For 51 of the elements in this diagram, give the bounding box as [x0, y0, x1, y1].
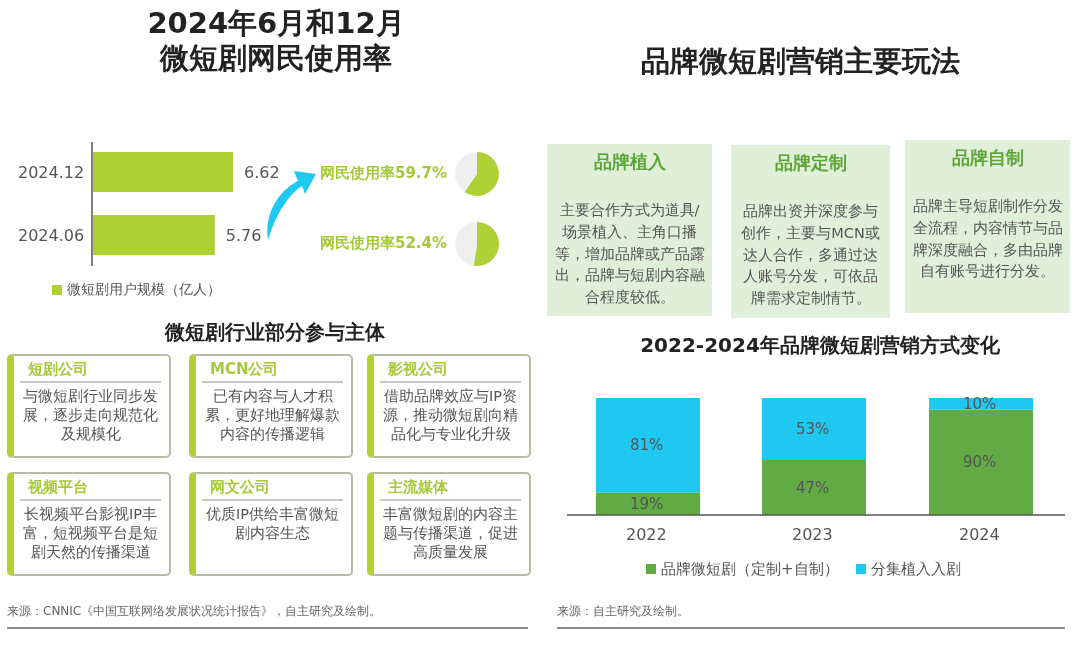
- card-heading: 品牌植入: [592, 150, 667, 174]
- card-heading: 主流媒体: [380, 478, 521, 501]
- legend-label: 分集植入入剧: [871, 560, 961, 578]
- axis-label: 2024.06: [18, 226, 85, 246]
- chart-title: 网民使用率59.7%: [320, 164, 448, 182]
- info-card: [189, 354, 353, 458]
- card-text: 已有内容与人才积累，更好地理解爆款内容的传播逻辑: [204, 387, 341, 444]
- card-heading: 品牌定制: [773, 151, 848, 175]
- chart-title: 2022-2024年品牌微短剧营销方式变化: [639, 333, 1001, 357]
- card-text: 优质IP供给丰富微短剧内容生态: [205, 505, 340, 543]
- card-text: 借助品牌效应与IP资源，推动微短剧向精品化与专业化升级: [382, 387, 519, 444]
- section-title: 品牌微短剧营销主要玩法: [639, 44, 961, 79]
- legend-label: 微短剧用户规模（亿人）: [67, 281, 221, 298]
- chart-title: 网民使用率52.4%: [320, 234, 448, 252]
- card-text: 与微短剧行业同步发展，逐步走向规范化及规模化: [22, 387, 159, 444]
- card-heading: 短剧公司: [20, 360, 161, 383]
- value-label: 90%: [963, 453, 997, 472]
- axis-label: 2023: [792, 525, 833, 545]
- value-label: 81%: [630, 436, 664, 455]
- card-text: 主要合作方式为道具/场景植入、主角口播等，增加品牌或产品露出，品牌与短剧内容融合程度较低。: [553, 201, 706, 307]
- source-note: 来源：CNNIC《中国互联网络发展状况统计报告》，自主研究及绘制。: [7, 604, 382, 619]
- card-heading: 影视公司: [380, 360, 521, 383]
- card-text: 品牌主导短剧制作分发全流程，内容情节与品牌深度融合，多由品牌自有账号进行分发。: [911, 197, 1064, 282]
- value-label: 53%: [796, 420, 830, 438]
- value-label: 19%: [630, 494, 664, 513]
- legend-label: 品牌微短剧（定制+自制）: [661, 560, 839, 578]
- info-card: [189, 472, 353, 576]
- card-heading: MCN公司: [202, 360, 343, 383]
- value-label: 6.62: [244, 163, 280, 183]
- axis-label: 2024.12: [18, 163, 85, 183]
- card-heading: 视频平台: [20, 478, 161, 501]
- value-label: 47%: [796, 478, 830, 497]
- card-heading: 网文公司: [202, 478, 343, 501]
- strategy-card: [731, 145, 890, 318]
- info-card: [367, 472, 531, 576]
- info-card: [367, 354, 531, 458]
- card-text: 品牌出资并深度参与创作，主要与MCN或达人合作，多通过达人账号分发，可依品牌需求定制情节。: [740, 202, 881, 308]
- axis-label: 2024: [959, 525, 1000, 545]
- section-title: 微短剧行业部分参与主体: [163, 320, 386, 344]
- source-note: 来源：自主研究及绘制。: [557, 604, 689, 619]
- card-text: 长视频平台影视IP丰富，短视频平台是短剧天然的传播渠道: [22, 505, 159, 562]
- strategy-card: [547, 144, 712, 316]
- card-text: 丰富微短剧的内容主题与传播渠道，促进高质量发展: [382, 505, 519, 562]
- axis-label: 2022: [626, 525, 667, 545]
- value-label: 5.76: [225, 226, 262, 246]
- card-heading: 品牌自制: [950, 146, 1025, 170]
- strategy-card: [905, 140, 1070, 313]
- value-label: 10%: [963, 394, 997, 413]
- section-title: 2024年6月和12月微短剧网民使用率: [146, 6, 406, 76]
- info-card: [7, 354, 171, 458]
- info-card: [7, 472, 171, 576]
